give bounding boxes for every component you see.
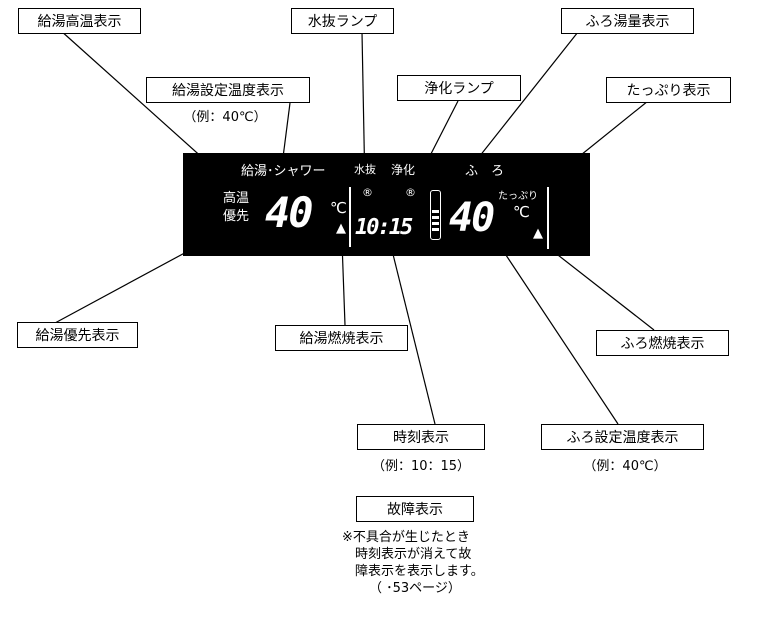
divider-left [349, 187, 351, 247]
purify-led: ® [405, 186, 416, 199]
note-bath-set-temp-example: （例：40℃） [583, 459, 667, 474]
label-plenty: たっぷり表示 [606, 77, 731, 103]
level-bar-2 [432, 222, 439, 225]
fault-note-line3: 障表示を表示します。 [355, 564, 484, 579]
header-purify: 浄化 [391, 163, 416, 177]
label-hot-priority: 給湯優先表示 [17, 322, 138, 348]
fault-note-line1: ※不具合が生じたとき [342, 530, 470, 545]
bath-level-meter [430, 190, 441, 240]
leader-clock [385, 225, 436, 425]
label-purify-lamp: 浄化ランプ [397, 75, 521, 101]
note-clock-example: （例：10：15） [371, 459, 471, 474]
label-bath-level: ふろ湯量表示 [561, 8, 694, 34]
label-fault: 故障表示 [356, 496, 474, 522]
display-panel: 給湯･シャワー 水抜 浄化 ふ ろ 高温 優先 40 ℃ ▲ ® ® 10:15… [183, 153, 590, 256]
divider-right [547, 187, 549, 249]
high-temp-line2: 優先 [223, 209, 250, 224]
label-clock: 時刻表示 [357, 424, 485, 450]
celsius-bath: ℃ [513, 203, 530, 221]
header-bath: ふ ろ [465, 164, 505, 179]
high-temp-line1: 高温 [223, 191, 250, 206]
leader-bath-set-temp [491, 233, 619, 425]
fault-note-line2: 時刻表示が消えて故 [355, 547, 472, 562]
note-hot-set-temp-example: （例：40℃） [183, 110, 267, 125]
header-water-drain: 水抜 [354, 163, 376, 176]
label-bath-set-temp: ふろ設定温度表示 [541, 424, 704, 450]
level-bar-4 [432, 210, 439, 213]
water-drain-led: ® [362, 186, 373, 199]
hot-flame-icon: ▲ [336, 221, 346, 236]
level-bar-1 [432, 228, 439, 231]
plenty-indicator: たっぷり [498, 191, 538, 202]
bath-temperature: 40 [449, 195, 495, 241]
label-bath-combustion: ふろ燃焼表示 [596, 330, 729, 356]
label-water-drain-lamp: 水抜ランプ [291, 8, 394, 34]
celsius-hot: ℃ [330, 199, 347, 217]
hot-water-temperature: 40 [265, 188, 314, 237]
label-hot-combustion: 給湯燃焼表示 [275, 325, 408, 351]
label-hot-high-temp: 給湯高温表示 [18, 8, 141, 34]
label-hot-set-temp: 給湯設定温度表示 [146, 77, 310, 103]
clock-display: 10:15 [355, 215, 413, 240]
bath-flame-icon: ▲ [533, 226, 543, 241]
fault-note-line4: （ ･53ページ） [369, 581, 461, 596]
header-hot-shower: 給湯･シャワー [241, 164, 326, 179]
fault-note: ※不具合が生じたとき 時刻表示が消えて故 障表示を表示します。 （ ･53ページ… [342, 529, 484, 597]
level-bar-3 [432, 216, 439, 219]
